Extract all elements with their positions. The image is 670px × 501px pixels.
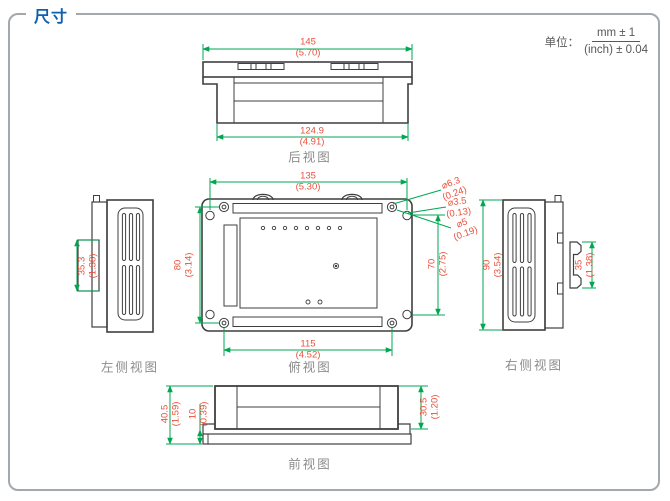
dim-rear-width-inner: 124.9 (4.91)	[299, 125, 325, 148]
dim-mm: 10	[187, 408, 199, 420]
dim-right-height: 90 (3.54)	[481, 252, 504, 278]
rear-view-dim-lines	[202, 44, 413, 141]
mounting-holes	[205, 210, 412, 320]
dim-mm: 35.3	[76, 256, 88, 276]
dim-inch: (1.38)	[584, 252, 596, 278]
dim-front-height-total: 40.5 (1.59)	[159, 401, 182, 427]
unit-fraction: mm ± 1 (inch) ± 0.04	[584, 27, 648, 56]
dim-mm: 35	[573, 259, 585, 271]
view-label-left: 左侧视图	[100, 360, 160, 375]
view-label-top: 俯视图	[288, 360, 332, 375]
dim-front-base: 10 (0.39)	[187, 401, 210, 427]
dim-mm: 135	[300, 170, 316, 182]
dim-mm: 80	[172, 259, 184, 271]
dim-inch: (5.70)	[295, 47, 321, 59]
terminal-blocks	[237, 63, 379, 70]
dim-mm: 145	[300, 36, 316, 48]
dim-top-width-outer: 135 (5.30)	[295, 170, 321, 193]
left-side-view-drawing	[77, 195, 154, 333]
dim-right-clip: 35 (1.38)	[573, 252, 596, 278]
dim-rear-width-outer: 145 (5.70)	[295, 36, 321, 59]
corner-screws	[218, 201, 398, 329]
dim-front-height-right: 30.5 (1.20)	[418, 394, 441, 420]
dim-inch: (4.91)	[299, 136, 325, 148]
dim-top-height-right: 70 (2.75)	[426, 251, 449, 277]
hole-callout-leaders	[392, 189, 452, 229]
unit-spec: 单位： mm ± 1 (inch) ± 0.04	[545, 27, 648, 56]
dim-inch: (0.39)	[198, 401, 210, 427]
dim-inch: (1.38)	[87, 253, 99, 279]
dim-top-width-inner: 115 (4.52)	[295, 338, 321, 361]
vent-slots	[512, 213, 532, 317]
dim-inch: (4.52)	[295, 349, 321, 361]
content-border	[8, 13, 660, 491]
top-view-dim-lines	[195, 178, 452, 356]
dim-mm: 115	[300, 338, 316, 350]
view-label-rear: 后视图	[288, 150, 332, 165]
dim-inch: (1.59)	[170, 401, 182, 427]
dim-inch: (5.30)	[295, 181, 321, 193]
dim-inch: (3.54)	[492, 252, 504, 278]
pcb-holes	[260, 225, 343, 305]
hole-callout-2: ⌀3.5 (0.13)	[444, 195, 472, 220]
top-view-drawing	[201, 193, 413, 332]
dim-mm: 30.5	[418, 397, 430, 417]
dim-mm: 90	[481, 259, 493, 271]
view-label-front: 前视图	[288, 457, 332, 472]
unit-imperial: (inch) ± 0.04	[584, 44, 648, 56]
dim-inch: (3.14)	[183, 252, 195, 278]
right-side-view-drawing	[502, 195, 582, 331]
din-rail-clip	[569, 241, 582, 289]
page-title: 尺寸	[26, 3, 77, 27]
unit-label: 单位：	[544, 36, 580, 49]
vent-slots	[121, 213, 141, 315]
front-view-dim-lines	[166, 385, 428, 445]
dim-left-connector: 35.3 (1.38)	[76, 253, 99, 279]
dim-mm: 124.9	[300, 125, 324, 137]
dim-inch: (2.75)	[437, 251, 449, 277]
dim-mm: 40.5	[159, 404, 171, 424]
dim-top-height-left: 80 (3.14)	[172, 252, 195, 278]
left-view-dim-lines	[74, 239, 99, 292]
front-view-drawing	[202, 385, 412, 445]
right-view-dim-lines	[479, 199, 596, 331]
dim-mm: 70	[426, 258, 438, 270]
unit-metric: mm ± 1	[591, 27, 641, 42]
dim-inch: (1.20)	[429, 394, 441, 420]
rear-view-drawing	[202, 61, 413, 124]
view-label-right: 右侧视图	[504, 358, 564, 373]
